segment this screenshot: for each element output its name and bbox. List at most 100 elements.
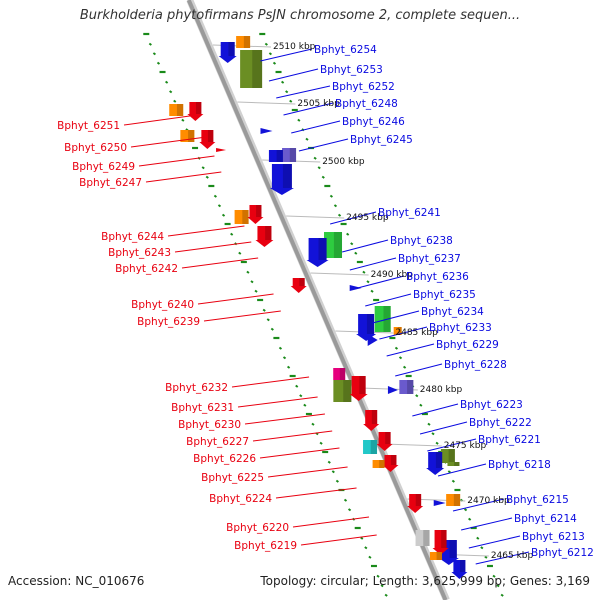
gene-feature-shade	[448, 449, 455, 463]
right-gene-label: Bphyt_6223	[460, 399, 523, 411]
right-gene-label: Bphyt_6245	[350, 134, 413, 146]
gene-feature-shade	[228, 42, 235, 56]
right-gene-label: Bphyt_6214	[514, 513, 577, 525]
right-guide-dash	[317, 166, 321, 170]
label-leader-lines	[123, 48, 530, 565]
kbp-tick-mark	[237, 101, 296, 105]
gene-feature-block	[201, 130, 214, 142]
gene-feature-shade	[391, 455, 397, 465]
right-guide-dash	[362, 270, 366, 274]
right-guide-dash	[264, 42, 268, 46]
left-gene-label: Bphyt_6239	[137, 316, 200, 328]
left-gene-label: Bphyt_6219	[234, 540, 297, 552]
gene-feature-block	[428, 452, 443, 468]
gene-feature-block	[249, 205, 262, 217]
left-gene-label: Bphyt_6225	[201, 472, 264, 484]
right-label-leader	[461, 517, 513, 531]
left-label-leader	[181, 257, 259, 269]
left-label-leader	[252, 430, 333, 442]
right-guide-dash	[329, 194, 333, 198]
accession-label: Accession: NC_010676	[8, 574, 145, 588]
left-guide-dash	[266, 318, 270, 322]
right-label-leader	[468, 535, 521, 549]
right-label-leader	[372, 310, 420, 324]
gene-feature-block	[333, 368, 346, 380]
gene-feature-shade	[423, 530, 430, 546]
left-guide-dash	[376, 574, 380, 578]
gene-feature-block	[358, 314, 375, 334]
left-guide-dash	[213, 194, 217, 198]
gene-feature-block	[236, 36, 251, 48]
gene-feature-shade	[299, 278, 305, 286]
gene-feature-block	[399, 380, 414, 394]
right-guide-dash	[350, 242, 354, 246]
right-gene-label: Bphyt_6228	[444, 359, 507, 371]
right-guide-dash	[394, 346, 399, 350]
gene-feature-shade	[453, 494, 461, 506]
right-guide-dash	[313, 156, 317, 160]
right-guide-dash	[500, 593, 504, 597]
left-guide-dash	[254, 289, 258, 293]
gene-feature-shade	[359, 376, 366, 394]
gene-direction-arrow	[382, 465, 399, 472]
left-guide-dash	[205, 175, 209, 179]
gene-feature-block	[447, 462, 460, 466]
gene-direction-arrow	[349, 394, 368, 401]
left-guide-dash	[156, 61, 161, 65]
left-gene-label: Bphyt_6251	[57, 120, 120, 132]
right-guide-dash	[272, 61, 277, 65]
left-guide-dash	[335, 479, 339, 483]
gene-direction-arrow	[269, 188, 294, 195]
left-gene-label: Bphyt_6232	[165, 382, 228, 394]
gene-feature-shade	[370, 440, 378, 454]
gene-direction-arrow	[199, 142, 216, 149]
left-guide-dash	[295, 384, 299, 388]
gene-feature-block	[169, 104, 184, 116]
kbp-tick-label: 2475 kbp	[444, 441, 487, 451]
gene-direction-arrow	[426, 468, 445, 475]
right-label-leader	[276, 85, 331, 99]
right-label-leader	[412, 403, 459, 417]
gene-feature-shade	[435, 452, 443, 468]
right-guide-dash	[337, 213, 342, 217]
right-guide-dash	[447, 470, 451, 474]
left-guide-dash	[311, 422, 315, 426]
gene-feature-shade	[454, 462, 460, 466]
right-label-leader	[349, 257, 397, 271]
left-guide-dash	[286, 365, 291, 369]
gene-feature-shade	[243, 36, 251, 48]
kbp-tick-label: 2500 kbp	[322, 157, 365, 167]
left-guide-dash	[282, 356, 287, 360]
left-guide-dash	[221, 213, 226, 217]
gene-feature-block	[292, 278, 305, 286]
gene-feature-shade	[366, 314, 375, 334]
right-label-leader	[475, 551, 530, 565]
axis-line	[186, 0, 448, 600]
right-guide-dash	[427, 422, 431, 426]
right-guide-dash	[492, 574, 496, 578]
right-guide-dash	[289, 99, 293, 103]
left-label-leader	[267, 466, 348, 478]
gene-feature-block	[384, 455, 397, 465]
right-gene-label: Bphyt_6212	[531, 547, 594, 559]
gene-feature-shade	[252, 50, 263, 88]
left-guide-dash	[201, 166, 205, 170]
gene-feature-shade	[449, 540, 457, 558]
gene-feature-block	[271, 164, 292, 188]
left-gene-label: Bphyt_6231	[171, 402, 234, 414]
left-guide-dash	[262, 308, 266, 312]
gene-feature-shade	[460, 560, 466, 572]
left-guide-dash	[152, 52, 157, 56]
map-title: Burkholderia phytofirmans PsJN chromosom…	[79, 8, 521, 23]
gene-feature-block	[189, 102, 202, 114]
left-guide-dash	[238, 251, 242, 255]
left-gene-label: Bphyt_6242	[115, 263, 178, 275]
left-gene-label: Bphyt_6220	[226, 522, 289, 534]
right-gene-label: Bphyt_6222	[469, 417, 532, 429]
right-guide-dash	[333, 204, 338, 208]
gene-feature-block	[268, 150, 283, 162]
left-label-leader	[167, 225, 245, 237]
kbp-tick-label: 2510 kbp	[273, 42, 316, 52]
right-label-leader	[342, 239, 389, 253]
